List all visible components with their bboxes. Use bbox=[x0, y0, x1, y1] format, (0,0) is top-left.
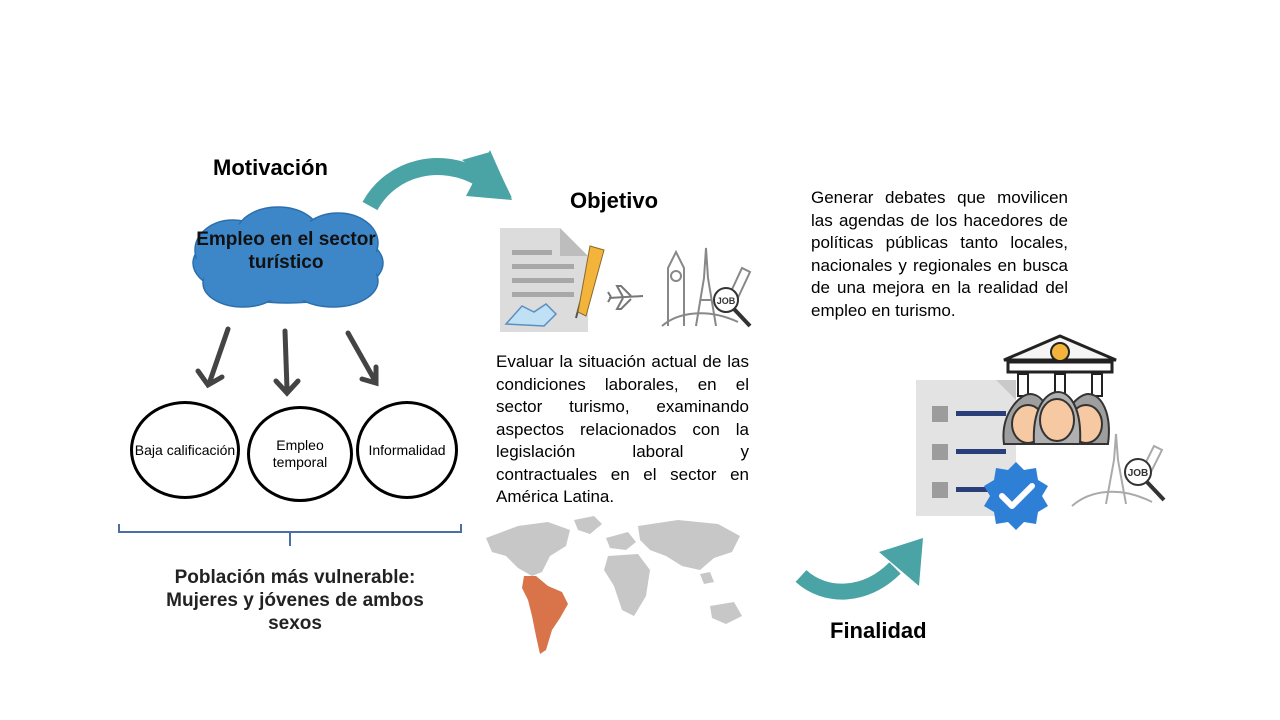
circle-temporary-employment: Empleo temporal bbox=[247, 406, 353, 502]
world-map bbox=[486, 516, 742, 654]
circle-label: Baja calificación bbox=[134, 441, 236, 458]
travel-landmarks-icon: JOB bbox=[661, 247, 752, 328]
job-label: JOB bbox=[1128, 468, 1149, 479]
finality-title: Finalidad bbox=[830, 618, 927, 643]
objective-title: Objetivo bbox=[570, 188, 659, 213]
people-group-icon bbox=[1002, 390, 1110, 445]
teal-arrow-top bbox=[362, 150, 512, 211]
contract-document-icon bbox=[500, 228, 605, 332]
teal-arrow-bottom bbox=[795, 538, 923, 600]
motivation-title: Motivación bbox=[213, 155, 328, 180]
down-arrows bbox=[195, 326, 379, 397]
objective-paragraph: Evaluar la situación actual de las condi… bbox=[496, 352, 749, 506]
government-building-icon bbox=[1003, 334, 1117, 397]
cloud-text: Empleo en el sector turístico bbox=[196, 229, 376, 273]
landmarks-job-icon: JOB bbox=[1071, 433, 1166, 507]
circle-low-qualification: Baja calificación bbox=[130, 401, 240, 499]
finality-paragraph: Generar debates que movilicen las agenda… bbox=[811, 188, 1068, 320]
checklist-icon bbox=[916, 380, 1016, 516]
bracket-line bbox=[118, 524, 462, 546]
verified-badge-icon bbox=[984, 462, 1048, 530]
airplane-icon bbox=[607, 285, 644, 310]
circle-label: Informalidad bbox=[368, 441, 446, 458]
vulnerable-population-text: Población más vulnerable: Mujeres y jóve… bbox=[166, 567, 424, 634]
circle-label: Empleo temporal bbox=[272, 437, 328, 470]
circle-informality: Informalidad bbox=[356, 401, 458, 499]
job-label: JOB bbox=[717, 296, 736, 306]
cloud-shape bbox=[192, 206, 384, 308]
